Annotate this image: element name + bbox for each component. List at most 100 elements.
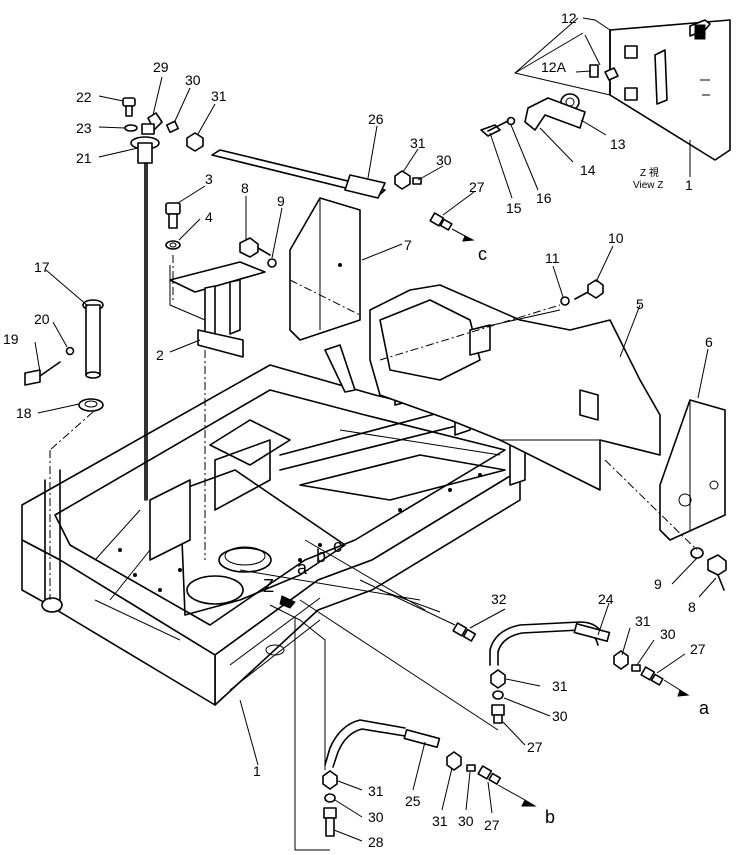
pipe-letters: c a b a b c Z Z 視 View Z: [263, 166, 710, 827]
callout-27-b: 27: [484, 817, 500, 833]
callout-27-c: 27: [469, 179, 485, 195]
callout-29: 29: [153, 59, 169, 75]
part-30-a-sleeve: [631, 664, 641, 672]
view-z-english: View Z: [633, 180, 663, 191]
part-29-elbow: [141, 112, 163, 135]
callout-4: 4: [205, 209, 213, 225]
part-9-left-washer: [267, 258, 277, 268]
callout-5: 5: [636, 296, 644, 312]
callout-30-low: 30: [368, 809, 384, 825]
callout-31-b: 31: [432, 813, 448, 829]
part-31-b-nut: [446, 751, 462, 771]
callout-11: 11: [545, 250, 560, 266]
part-26-pipe: [211, 149, 386, 199]
callout-30-top: 30: [185, 72, 201, 88]
callout-20: 20: [34, 311, 50, 327]
view-z-inset: [480, 19, 731, 161]
callout-1-view: 1: [685, 177, 693, 193]
part-32-fitting: [452, 622, 477, 642]
part-20-pin: [65, 346, 75, 356]
callout-15: 15: [506, 200, 522, 216]
part-30-low-sleeve: [324, 793, 336, 803]
callout-12: 12: [561, 10, 577, 26]
callout-1-main: 1: [253, 763, 261, 779]
part-28-fitting: [323, 807, 337, 837]
part-23-washer: [124, 124, 138, 132]
part-7-panel: [289, 197, 361, 341]
callout-22: 22: [76, 89, 92, 105]
callout-16: 16: [536, 190, 552, 206]
callout-6: 6: [705, 334, 713, 350]
callout-31-low: 31: [368, 783, 384, 799]
callout-31-mid: 31: [552, 678, 568, 694]
frame-letter-c: c: [333, 536, 342, 556]
part-21-fitting: [130, 136, 160, 501]
view-z-kanji: Z 視: [640, 166, 659, 179]
part-31-c-nut: [394, 170, 411, 190]
callout-30-c: 30: [436, 152, 452, 168]
callout-30-mid: 30: [552, 708, 568, 724]
callout-8-left: 8: [241, 180, 249, 196]
part-17-pin: [82, 299, 104, 379]
part-8-right-bolt: [707, 554, 727, 591]
part-31-a-nut: [613, 650, 629, 670]
part-22-bolt: [122, 97, 136, 117]
callout-2: 2: [156, 347, 164, 363]
frame-letter-a: a: [297, 558, 308, 578]
part-27-a-fitting: [640, 666, 664, 686]
callout-18: 18: [16, 405, 32, 421]
part-27-c-fitting: [429, 212, 453, 231]
part-8-left-bolt: [239, 237, 271, 258]
callout-23: 23: [76, 120, 92, 136]
part-3-bolt: [165, 202, 181, 250]
callout-13: 13: [610, 136, 626, 152]
part-31-low-nut: [322, 770, 338, 790]
pipe-end-a: a: [699, 698, 710, 718]
callout-27-mid: 27: [527, 739, 543, 755]
part-11-washer: [560, 296, 570, 306]
callout-32: 32: [491, 591, 507, 607]
part-30-mid-sleeve: [492, 690, 504, 700]
part-30-top-sleeve: [165, 120, 180, 134]
callout-31-top: 31: [211, 88, 227, 104]
callout-31-a: 31: [635, 613, 651, 629]
callout-28: 28: [368, 834, 384, 850]
callout-8-right: 8: [688, 599, 696, 615]
part-31-top-nut: [186, 132, 204, 152]
callout-3: 3: [205, 171, 213, 187]
callout-26: 26: [368, 111, 384, 127]
part-30-c-sleeve: [412, 177, 422, 185]
part-27-b-fitting: [477, 765, 502, 785]
leader-lines: [34, 17, 717, 851]
callout-30-a: 30: [660, 626, 676, 642]
callout-27-a: 27: [690, 641, 706, 657]
callout-14: 14: [580, 162, 596, 178]
callout-21: 21: [76, 150, 92, 166]
part-18-washer: [78, 398, 104, 412]
callout-12a: 12A: [541, 59, 567, 75]
callout-24: 24: [598, 591, 614, 607]
view-z-letter: Z: [263, 576, 274, 596]
callout-30-b: 30: [458, 813, 474, 829]
part-27-mid-fitting: [491, 704, 505, 724]
pipe-end-b: b: [545, 807, 555, 827]
part-5-cover: [369, 284, 661, 491]
part-31-mid-nut: [490, 669, 506, 689]
frame-letter-b: b: [316, 546, 326, 566]
pipe-end-c: c: [478, 244, 487, 264]
callout-25: 25: [405, 793, 421, 809]
callout-10: 10: [608, 230, 624, 246]
part-10-bolt: [574, 279, 604, 300]
callout-19: 19: [3, 331, 19, 347]
part-24-pipe: [489, 621, 611, 666]
part-25-pipe: [324, 719, 441, 768]
part-30-b-sleeve: [466, 764, 476, 772]
callout-9-left: 9: [277, 193, 285, 209]
callout-9-right: 9: [654, 576, 662, 592]
part-6-panel: [659, 399, 726, 541]
callout-7: 7: [404, 237, 412, 253]
callout-labels: 22 23 21 29 30 31 3 4 2 8 9 17 20 19 18 …: [3, 10, 713, 850]
callout-31-c: 31: [410, 135, 426, 151]
